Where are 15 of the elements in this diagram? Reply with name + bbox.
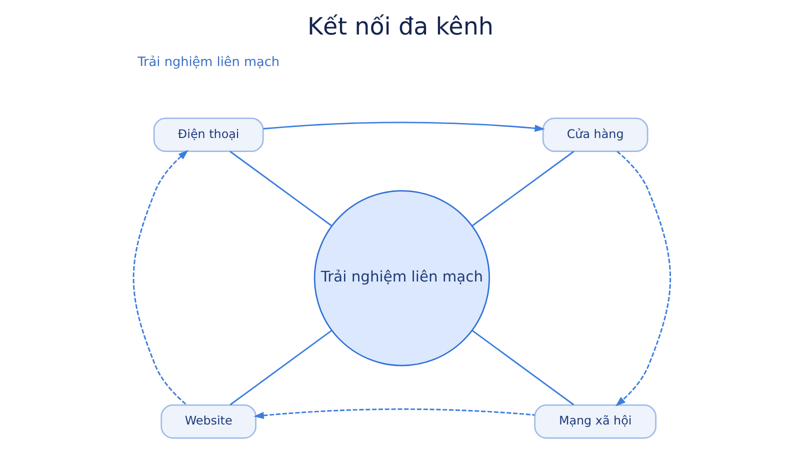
connector [229, 330, 332, 406]
diagram-title: Kết nối đa kênh [306, 12, 494, 41]
node-box: Cửa hàng [542, 118, 648, 152]
arrow [614, 150, 671, 406]
connector [471, 330, 574, 406]
node-circle: Trải nghiệm liên mạch [313, 190, 490, 366]
connector [229, 150, 332, 226]
label: Trải nghiệm liên mạch [137, 54, 280, 70]
arrow [132, 150, 188, 406]
node-box: Điện thoại [152, 118, 264, 152]
node-box: Website [160, 404, 256, 439]
arrow [262, 122, 544, 132]
connector [472, 150, 574, 226]
node-box: Mạng xã hội [534, 404, 656, 439]
arrow [253, 408, 534, 420]
